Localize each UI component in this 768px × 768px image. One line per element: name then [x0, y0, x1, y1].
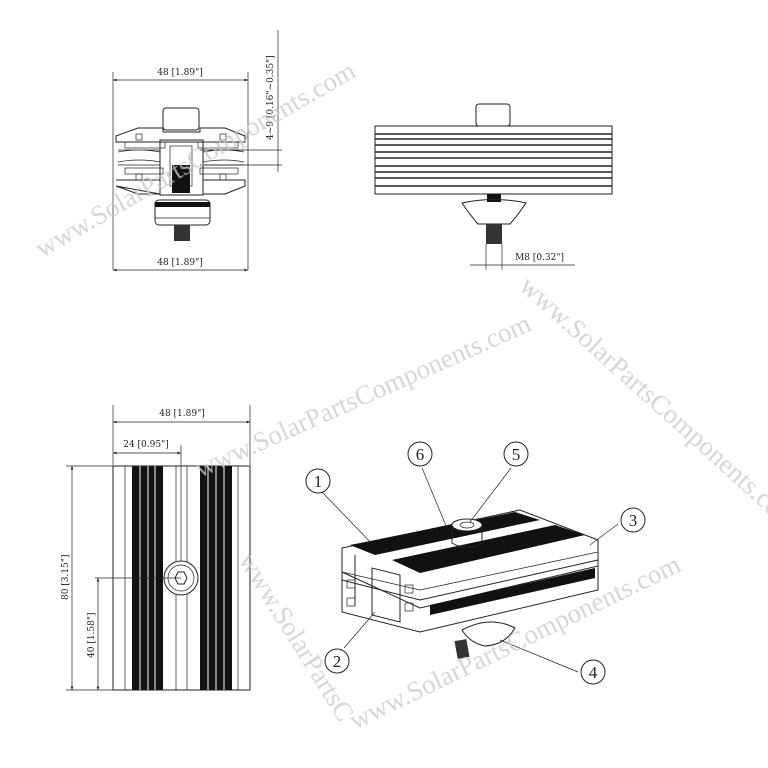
- dimension-plan-length: 80 [3.15"]: [61, 554, 71, 600]
- callout-5: 5: [503, 441, 529, 467]
- svg-text:5: 5: [512, 445, 521, 464]
- watermark-text: www.SolarPartsComponents.com: [344, 549, 685, 736]
- dimension-front-bottom-width: 48 [1.89"]: [157, 258, 203, 268]
- callout-3: 3: [620, 507, 646, 533]
- dimension-front-top-width: 48 [1.89"]: [157, 68, 203, 78]
- bolt-end: [486, 224, 502, 244]
- watermark-text: www.SolarPartsComponents.com: [190, 308, 535, 484]
- dimension-plan-half-width: 24 [0.95"]: [123, 440, 169, 450]
- profile-body: [374, 125, 613, 195]
- watermark-text: www.SolarPartsComponents.com: [30, 55, 360, 263]
- bolt-cap-iso: [451, 525, 483, 548]
- dimension-clamp-range: 4~9 [0.16"~0.35"]: [266, 55, 276, 140]
- bolt-end: [174, 225, 190, 241]
- callout-1: 1: [305, 468, 331, 494]
- watermark-text: www.SolarPartsC: [233, 547, 360, 726]
- hex-socket-icon: [174, 571, 188, 585]
- svg-text:4: 4: [589, 663, 598, 682]
- bolt-cap: [162, 107, 200, 131]
- bolt-cap: [475, 103, 511, 127]
- isometric-view: 1 2 3 4 5 6: [305, 441, 646, 685]
- callout-6: 6: [407, 441, 433, 467]
- svg-text:2: 2: [333, 652, 342, 671]
- svg-text:6: 6: [416, 445, 425, 464]
- front-view: 48 [1.89"] 4~9 [0.16"~0.35"] 48 [1.89"]: [112, 30, 282, 272]
- side-view: M8 [0.32"]: [374, 103, 613, 270]
- dimension-plan-width: 48 [1.89"]: [159, 409, 205, 419]
- center-channel: [159, 139, 204, 196]
- svg-text:1: 1: [314, 472, 323, 491]
- bolt-thread: [172, 165, 190, 193]
- nut: [461, 199, 527, 225]
- plan-view: 48 [1.89"] 24 [0.95"] 80 [3.15"] 40 [1.5…: [61, 405, 251, 691]
- svg-text:3: 3: [629, 511, 638, 530]
- bolt-end-iso: [454, 639, 470, 659]
- dimension-bolt-size: M8 [0.32"]: [515, 253, 564, 263]
- callout-2: 2: [324, 648, 350, 674]
- dimension-plan-half-length: 40 [1.58"]: [87, 612, 97, 658]
- watermark-text: www.SolarPartsComponents.com: [514, 270, 768, 536]
- callout-4: 4: [580, 659, 606, 685]
